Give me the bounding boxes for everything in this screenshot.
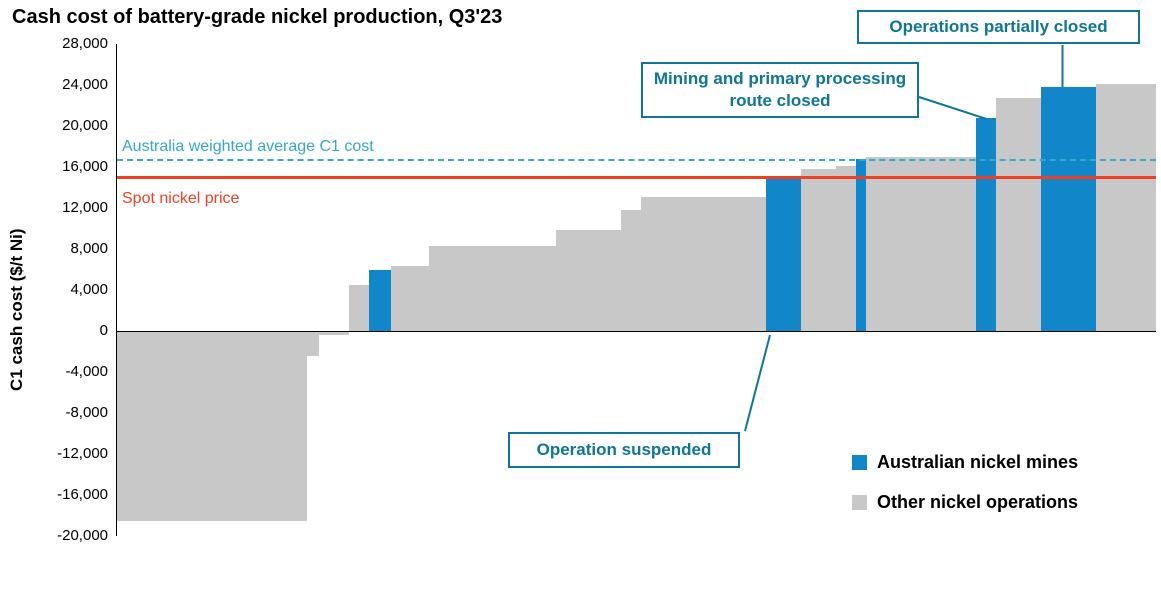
y-tick-label: -4,000 (65, 363, 108, 380)
bar-australian-mine (1041, 87, 1096, 331)
chart-title: Cash cost of battery-grade nickel produc… (12, 6, 503, 28)
australian-mines-swatch-icon (852, 455, 867, 470)
bar-australian-mine (766, 179, 801, 331)
y-tick-label: 8,000 (70, 240, 108, 257)
y-tick-label: -16,000 (57, 486, 108, 503)
bar-australian-mine (369, 269, 391, 331)
legend-label-other-operations: Other nickel operations (877, 492, 1079, 512)
y-tick-label: 12,000 (62, 199, 108, 216)
australia-average-c1-line (117, 158, 1156, 161)
bar-other-operation (621, 210, 641, 331)
annotation-operations-partially-closed: Operations partially closed (857, 10, 1140, 44)
y-tick-label: 16,000 (62, 158, 108, 175)
legend: Australian nickel mines Other nickel ope… (852, 452, 1078, 532)
bar-other-operation (836, 165, 856, 331)
bar-other-operation (641, 196, 766, 331)
annotation-operation-suspended: Operation suspended (508, 432, 740, 468)
legend-item-australian-mines: Australian nickel mines (852, 452, 1078, 473)
bar-other-operation (429, 245, 556, 331)
bar-other-operation (1096, 83, 1156, 331)
bar-other-operation (117, 331, 307, 521)
y-tick-label: 28,000 (62, 35, 108, 52)
y-tick-label: 20,000 (62, 117, 108, 134)
annotation-mining-processing-route-closed: Mining and primary processing route clos… (641, 62, 919, 118)
legend-label-australian-mines: Australian nickel mines (877, 452, 1079, 472)
y-tick-label: 0 (99, 322, 108, 339)
bar-other-operation (349, 284, 369, 331)
bar-other-operation (556, 229, 621, 331)
spot-nickel-price-label: Spot nickel price (122, 190, 240, 207)
bar-australian-mine (856, 158, 866, 331)
legend-item-other-operations: Other nickel operations (852, 492, 1078, 513)
y-tick-label: -8,000 (65, 404, 108, 421)
bar-other-operation (801, 169, 836, 331)
spot-price-line (117, 176, 1156, 180)
bar-other-operation (319, 331, 349, 336)
bar-other-operation (307, 331, 319, 356)
bar-other-operation (996, 98, 1041, 331)
australia-average-c1-cost-label: Australia weighted average C1 cost (122, 138, 374, 155)
y-tick-label: -12,000 (57, 445, 108, 462)
y-tick-label: -20,000 (57, 527, 108, 544)
bar-other-operation (866, 156, 976, 331)
zero-baseline (117, 331, 1156, 332)
y-axis-line (116, 44, 117, 536)
y-tick-label: 4,000 (70, 281, 108, 298)
bar-australian-mine (976, 117, 996, 331)
y-tick-label: 24,000 (62, 76, 108, 93)
other-operations-swatch-icon (852, 495, 867, 510)
bar-other-operation (391, 266, 429, 331)
